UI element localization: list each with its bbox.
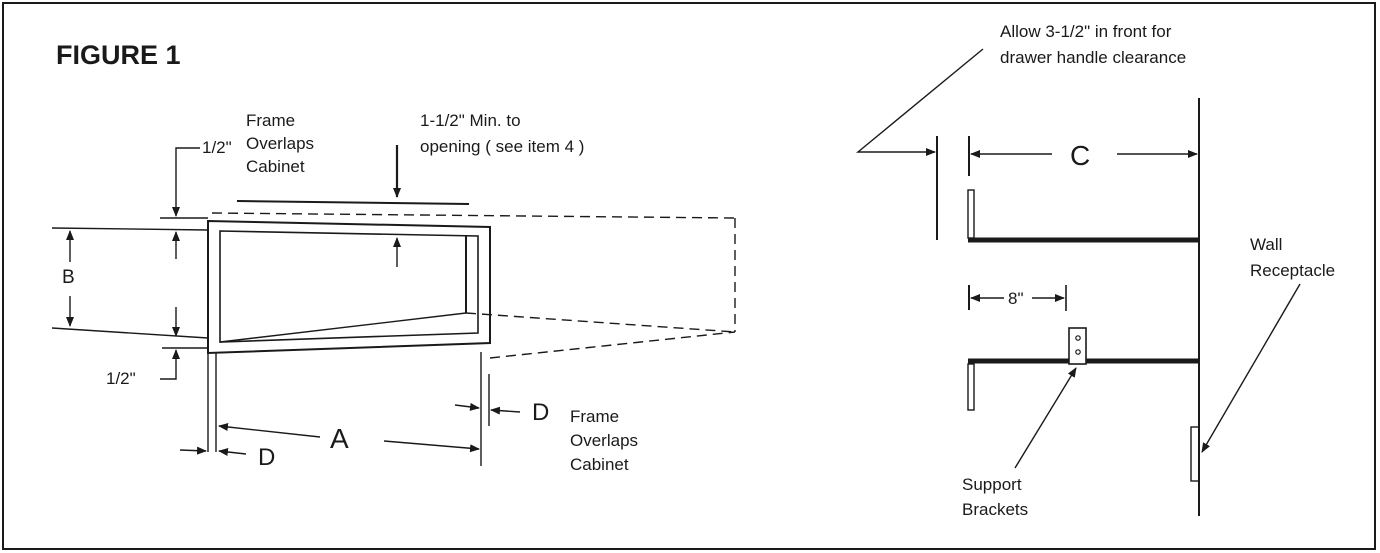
min-opening-line2: opening ( see item 4 ) xyxy=(420,137,584,156)
lower-shelf-lip xyxy=(967,363,975,411)
dim-c-label: C xyxy=(1070,140,1090,171)
dim-b-label: B xyxy=(62,267,75,288)
wall-receptacle xyxy=(1190,426,1200,482)
clearance-note-line2: drawer handle clearance xyxy=(1000,48,1186,67)
dim-d-left-label: D xyxy=(258,444,275,471)
frame-overlaps-top-line1: Frame xyxy=(246,111,295,130)
top-offset-label: 1/2" xyxy=(202,138,232,157)
dim-d-right-label: D xyxy=(532,399,549,426)
support-brackets-line2: Brackets xyxy=(962,500,1028,519)
bottom-offset-label: 1/2" xyxy=(106,369,136,388)
frame-overlaps-right-line3: Cabinet xyxy=(570,455,629,474)
figure-title: FIGURE 1 xyxy=(56,40,181,70)
clearance-note-line1: Allow 3-1/2" in front for xyxy=(1000,22,1172,41)
dim-a-label: A xyxy=(330,423,349,454)
frame-overlaps-right-line1: Frame xyxy=(570,407,619,426)
frame-overlaps-top-line3: Cabinet xyxy=(246,157,305,176)
frame-overlaps-top-line2: Overlaps xyxy=(246,134,314,153)
top-trim-line xyxy=(236,200,470,205)
support-bracket xyxy=(1068,327,1087,365)
support-brackets-line1: Support xyxy=(962,475,1022,494)
min-opening-line1: 1-1/2" Min. to xyxy=(420,111,521,130)
dim-8-label: 8" xyxy=(1008,289,1024,308)
dim-a-arrow-left xyxy=(218,422,321,438)
wall-receptacle-line2: Receptacle xyxy=(1250,261,1335,280)
wall-receptacle-line1: Wall xyxy=(1250,235,1282,254)
frame-overlaps-right-line2: Overlaps xyxy=(570,431,638,450)
upper-shelf-lip xyxy=(967,189,975,239)
frame-inner xyxy=(219,230,479,343)
frame-outer xyxy=(207,219,491,355)
dim-a-arrow-right xyxy=(383,440,480,453)
cabinet-depth-lines xyxy=(211,212,736,359)
